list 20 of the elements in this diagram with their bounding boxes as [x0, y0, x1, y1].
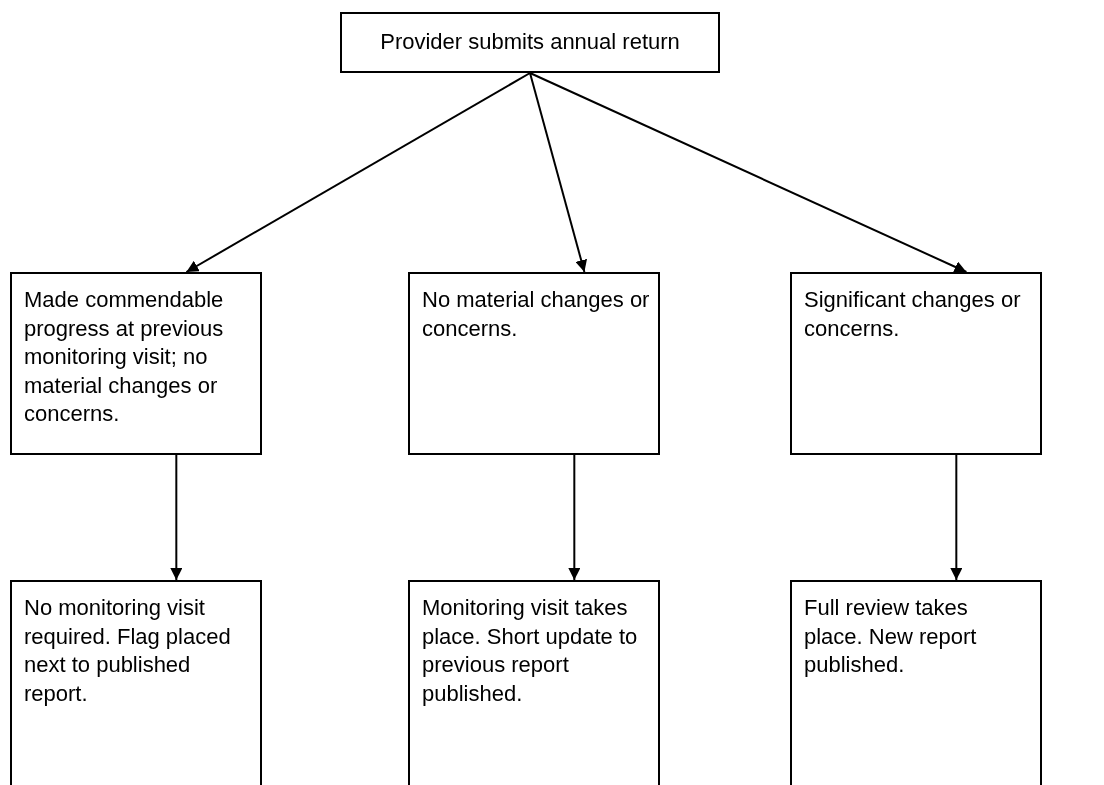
box-text: Significant changes or concerns. [804, 286, 1022, 343]
process-box [408, 272, 660, 455]
process-box [790, 272, 1042, 455]
arrow [529, 72, 968, 273]
process-box [790, 580, 1042, 785]
process-box [10, 580, 262, 785]
box-text: No monitoring visit required. Flag placed next to published report. [24, 594, 232, 708]
box-text: No material changes or concerns. [422, 286, 650, 343]
box-text: Provider submits annual return [379, 28, 681, 56]
box-text: Monitoring visit takes place. Short update to previous report published. [422, 594, 639, 708]
box-text: Made commendable progress at previous monitoring visit; no material changes or concerns. [24, 286, 225, 429]
arrow [170, 454, 183, 581]
arrow [529, 72, 587, 273]
arrow [568, 454, 581, 581]
arrow [185, 72, 531, 273]
process-box [10, 272, 262, 455]
process-box [408, 580, 660, 785]
box-text: Full review takes place. New report published. [804, 594, 978, 680]
arrow [950, 454, 963, 581]
process-box [340, 12, 720, 73]
